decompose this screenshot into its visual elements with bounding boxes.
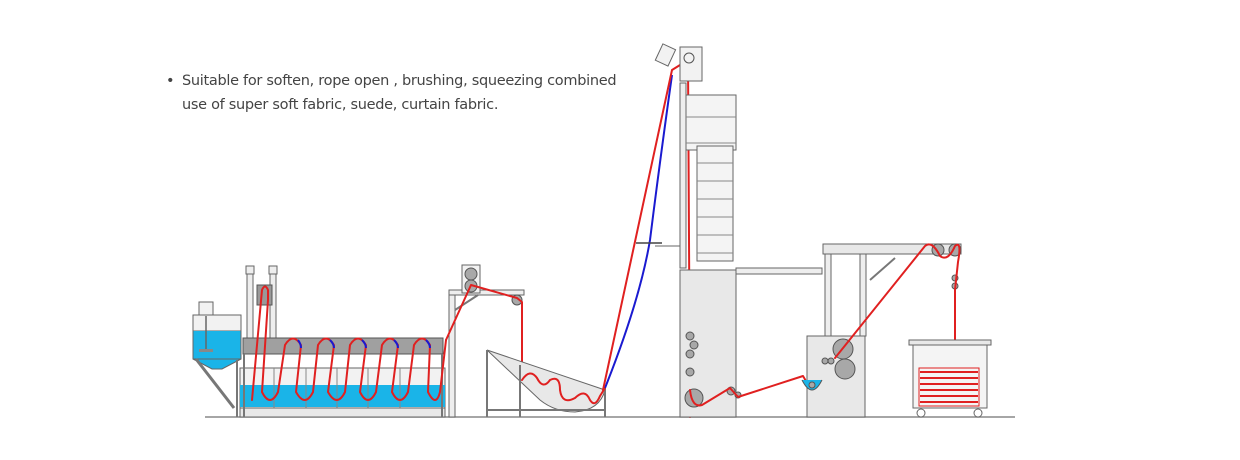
- lifting-tower: [654, 43, 823, 418]
- fabric-path-squeeze: [445, 284, 523, 381]
- collecting-cart: [908, 339, 992, 418]
- fabric-blue-segment: [425, 339, 431, 349]
- padder: [801, 335, 866, 418]
- chemical-tank: [192, 301, 242, 417]
- fabric-path-lift-blue: [604, 74, 673, 389]
- fabric-blue-segment: [361, 339, 367, 349]
- fabric-path-trough: [251, 285, 447, 401]
- fabric-path-lift: [602, 59, 691, 418]
- fabric-blue-segment: [329, 339, 335, 349]
- folding-conveyor: [822, 243, 962, 337]
- caption-line-1: Suitable for soften, rope open , brushin…: [182, 73, 617, 89]
- tower-rollers: [684, 331, 742, 408]
- caption-line-2: use of super soft fabric, suede, curtain…: [182, 97, 499, 113]
- fabric-path-jbox: [521, 372, 606, 405]
- fabric-blue-segment: [393, 339, 399, 349]
- product-caption: • Suitable for soften, rope open , brush…: [166, 69, 617, 117]
- fabric-blue-segment: [297, 339, 302, 349]
- bullet-icon: •: [166, 73, 175, 89]
- washing-trough: [239, 265, 446, 418]
